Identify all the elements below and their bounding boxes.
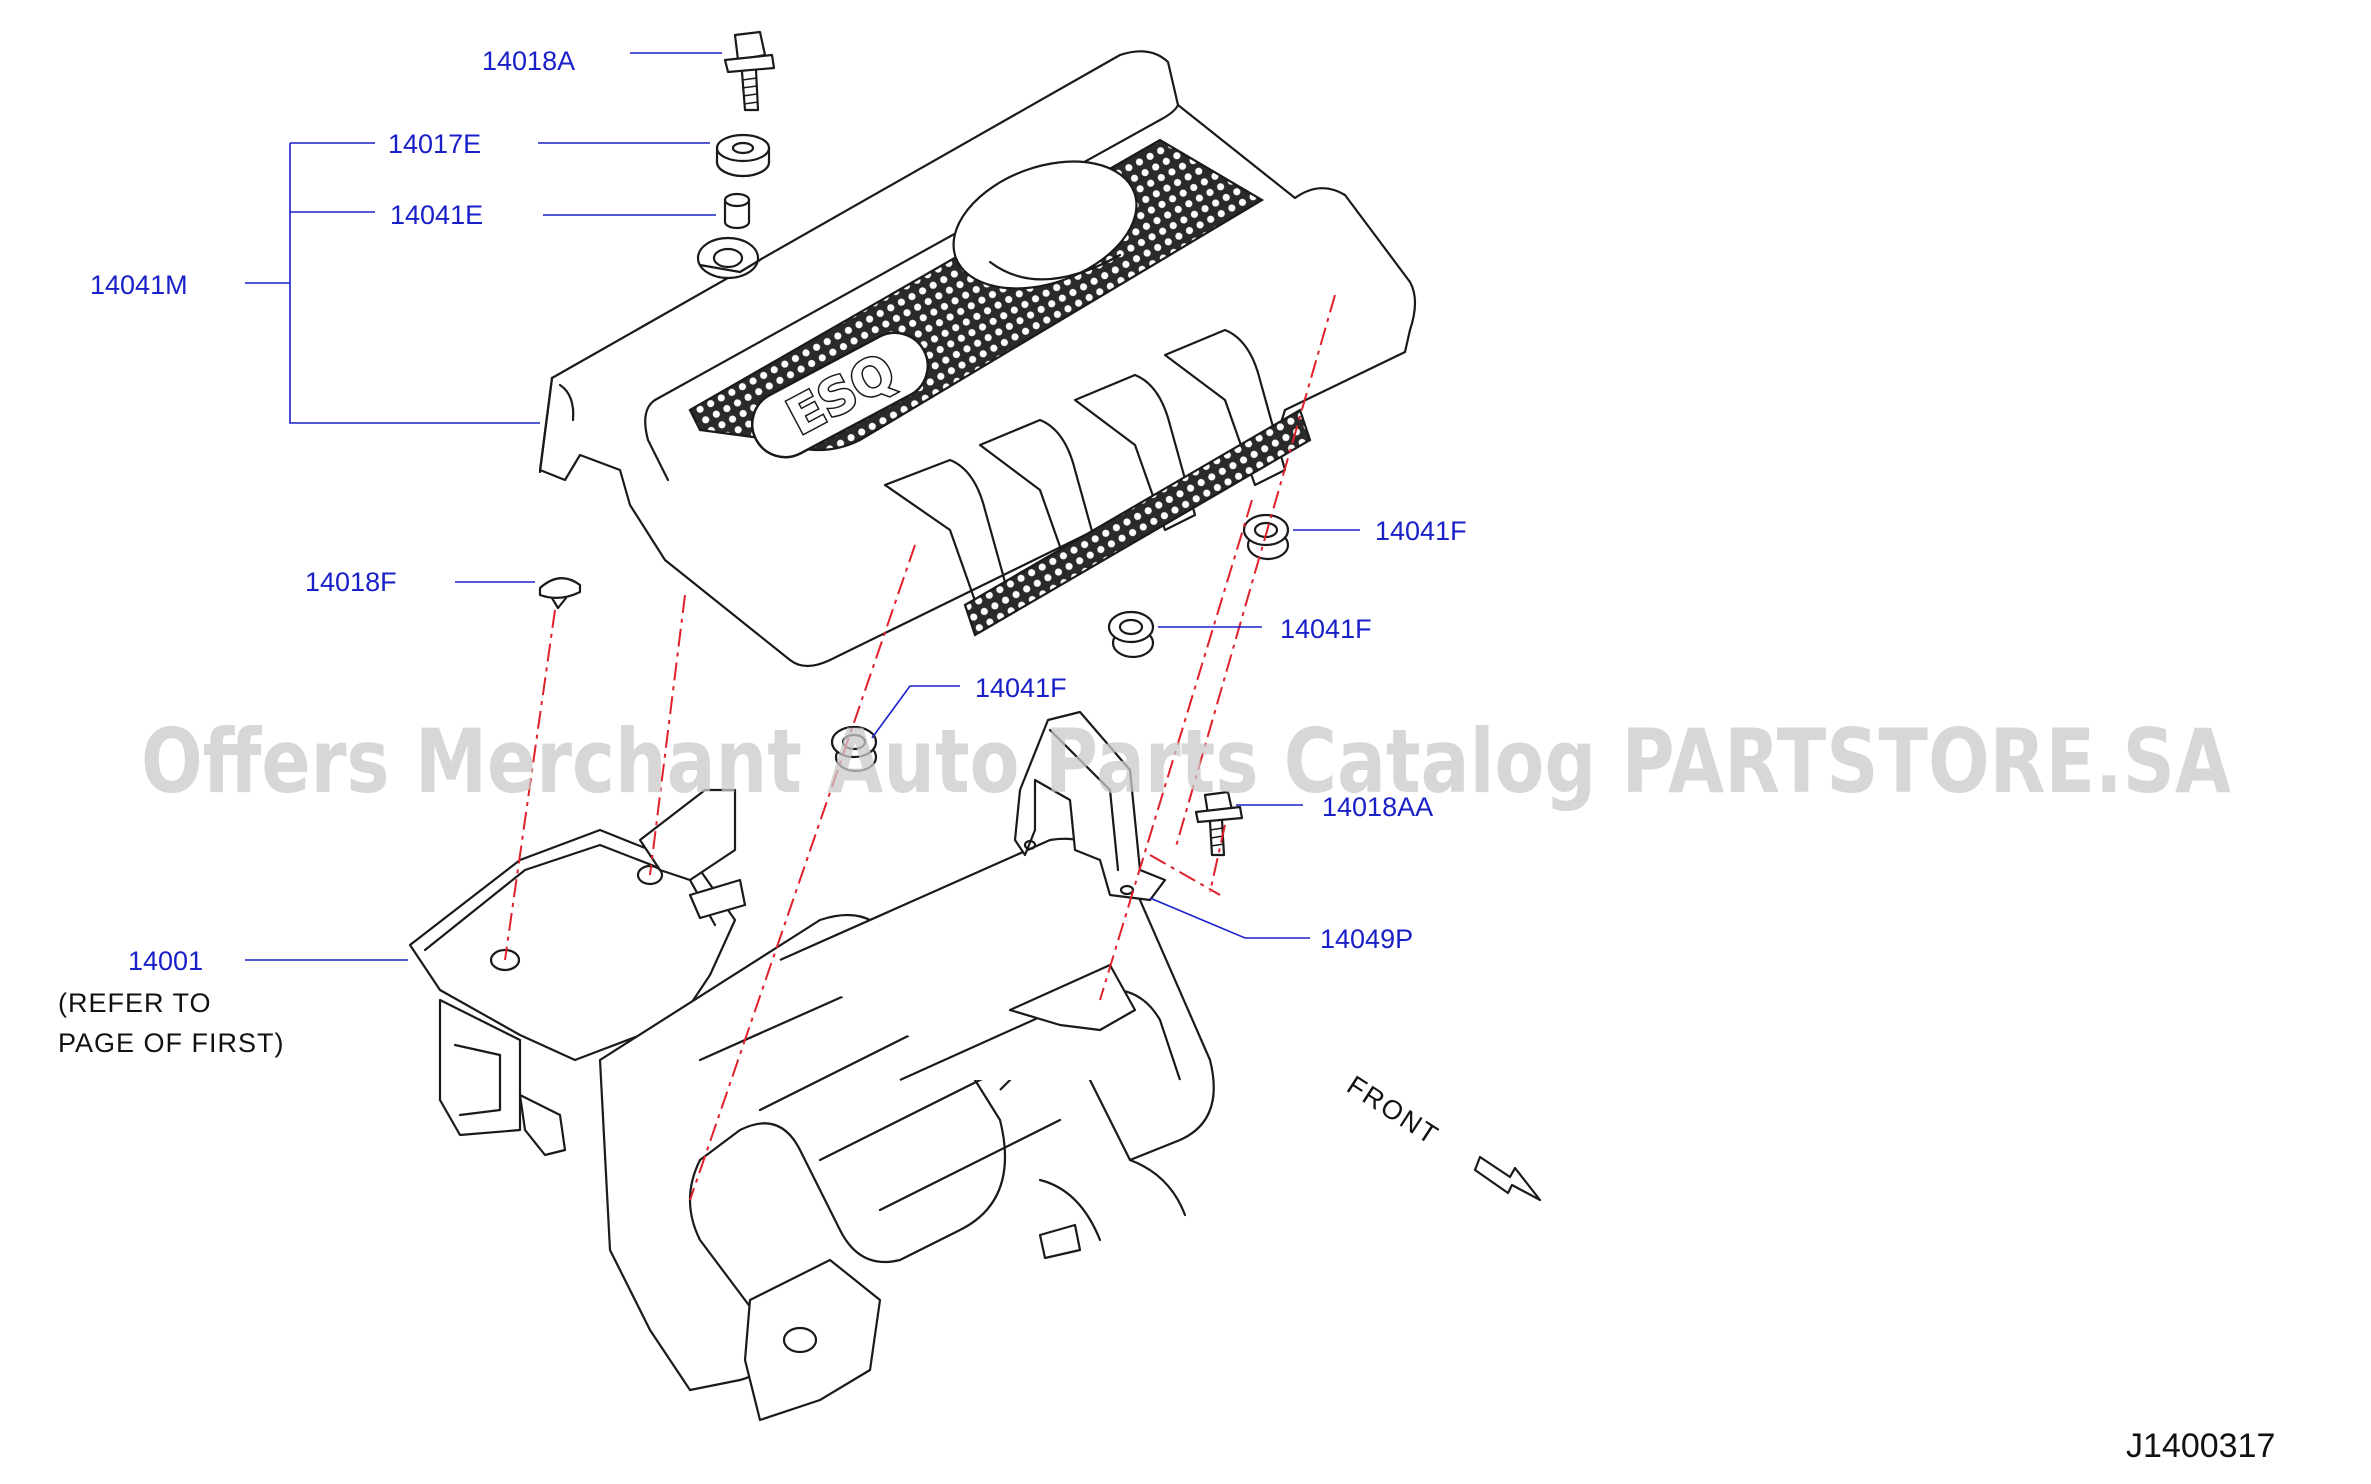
callout-14018AA[interactable]: 14018AA: [1322, 792, 1433, 822]
intake-manifold: [408, 788, 1215, 1422]
refer-note-line1: (REFER TO: [58, 988, 212, 1018]
alignment-lines: [504, 294, 1336, 1201]
clip-14018F: [538, 577, 582, 610]
bolt-14018AA: [1194, 790, 1244, 857]
grommet-14041F-upper: [1242, 513, 1290, 561]
watermark: Offers Merchant Auto Parts Catalog PARTS…: [141, 710, 2231, 813]
callout-14001[interactable]: 14001: [128, 946, 203, 976]
callout-14017E[interactable]: 14017E: [388, 129, 481, 159]
callout-14041F-middle[interactable]: 14041F: [1280, 614, 1372, 644]
collar-14041E: [723, 192, 751, 230]
callout-14041F-lower[interactable]: 14041F: [975, 673, 1067, 703]
front-indicator: FRONT: [1342, 1070, 1542, 1202]
callout-14049P[interactable]: 14049P: [1320, 924, 1413, 954]
refer-note-line2: PAGE OF FIRST): [58, 1028, 285, 1058]
callout-leaders: [245, 52, 1360, 961]
grommet-14041F-middle: [1107, 610, 1155, 659]
callout-14041M[interactable]: 14041M: [90, 270, 188, 300]
front-label: FRONT: [1342, 1070, 1445, 1151]
bracket-14049P: [1013, 710, 1167, 902]
front-arrow-icon: [1473, 1155, 1542, 1202]
bolt-14018A: [723, 30, 776, 112]
engine-cover: ESQ: [538, 50, 1417, 668]
grommet-14017E: [715, 133, 771, 178]
callout-14041F-upper[interactable]: 14041F: [1375, 516, 1467, 546]
callout-14041E[interactable]: 14041E: [390, 200, 483, 230]
grommet-14041F-lower: [830, 725, 878, 773]
diagram-code: J1400317: [2126, 1427, 2275, 1465]
callout-14018A[interactable]: 14018A: [482, 46, 575, 76]
callout-14018F[interactable]: 14018F: [305, 567, 397, 597]
